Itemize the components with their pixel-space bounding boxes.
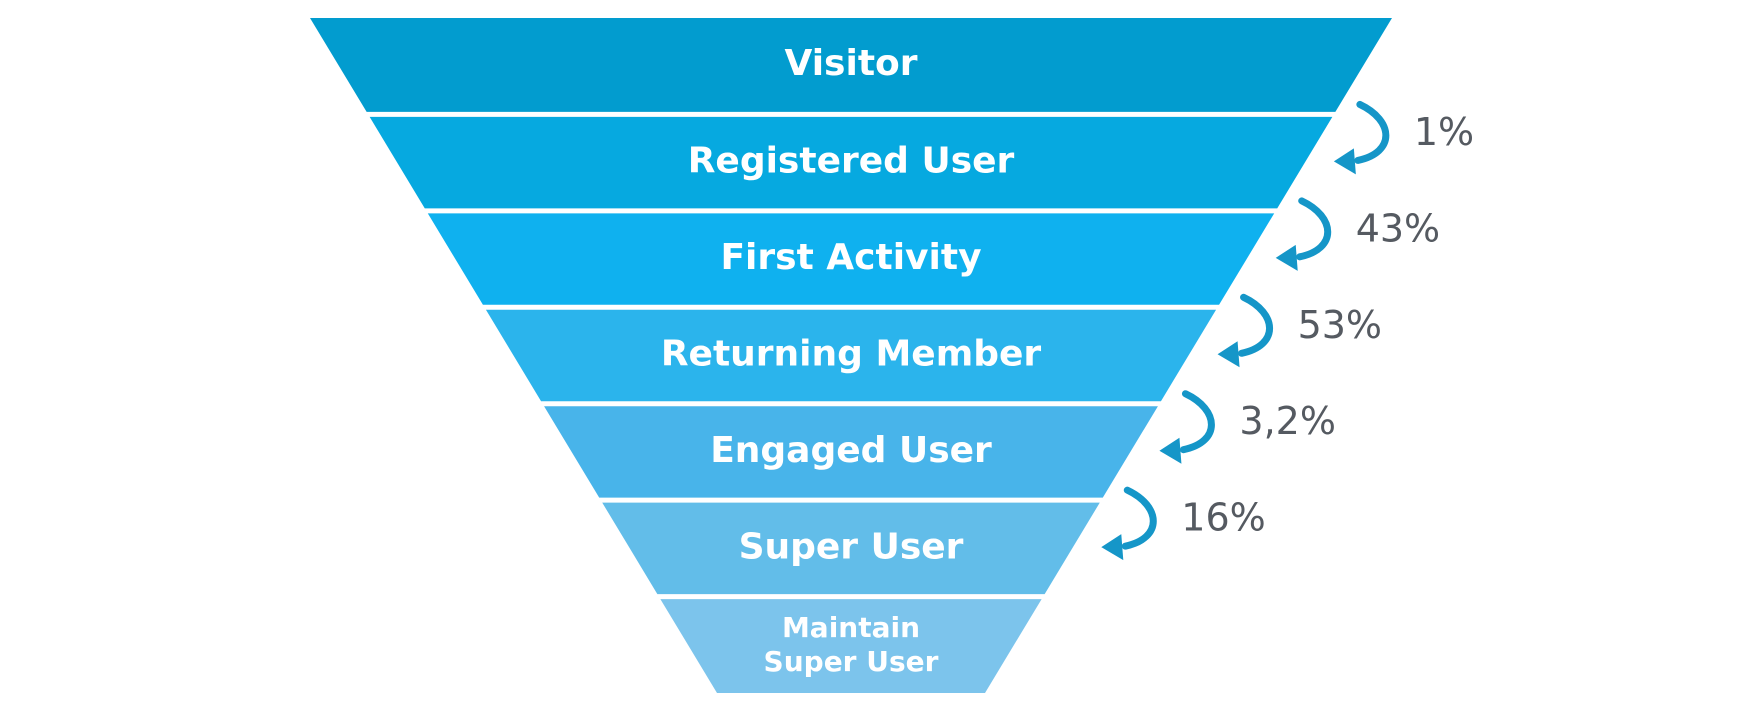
stage-label-engaged-user: Engaged User [710, 430, 992, 471]
funnel-stage-maintain-super-user [660, 599, 1042, 693]
conversion-rate-label: 43% [1356, 206, 1440, 250]
stage-label-registered-user: Registered User [688, 141, 1015, 182]
stage-label-visitor: Visitor [784, 43, 917, 84]
conversion-rate-label: 53% [1298, 303, 1382, 347]
conversion-arrow-icon [1179, 390, 1215, 454]
stage-label-first-activity: First Activity [720, 237, 981, 278]
conversion-arrow-icon [1238, 293, 1273, 357]
funnel-stage-visitor [310, 18, 1392, 112]
arrowhead-icon [1217, 341, 1240, 368]
funnel-stage-registered-user [369, 116, 1333, 209]
funnel-stage-engaged-user [544, 406, 1158, 498]
funnel-stage-returning-member [485, 309, 1217, 402]
conversion-arrow-icon [1296, 197, 1331, 261]
stage-label-super-user: Super User [739, 526, 964, 567]
stage-label-returning-member: Returning Member [661, 334, 1042, 375]
funnel-stage-first-activity [427, 213, 1275, 305]
conversion-rate-label: 3,2% [1239, 399, 1336, 443]
arrowhead-icon [1101, 534, 1124, 561]
funnel-stage-super-user [602, 502, 1100, 595]
conversion-rate-label: 16% [1181, 496, 1265, 540]
conversion-rate-label: 1% [1414, 110, 1474, 154]
arrowhead-icon [1159, 437, 1182, 464]
arrowhead-icon [1275, 244, 1298, 271]
conversion-arrow-icon [1121, 486, 1157, 550]
arrowhead-icon [1333, 148, 1356, 175]
conversion-arrow-icon [1354, 100, 1390, 164]
